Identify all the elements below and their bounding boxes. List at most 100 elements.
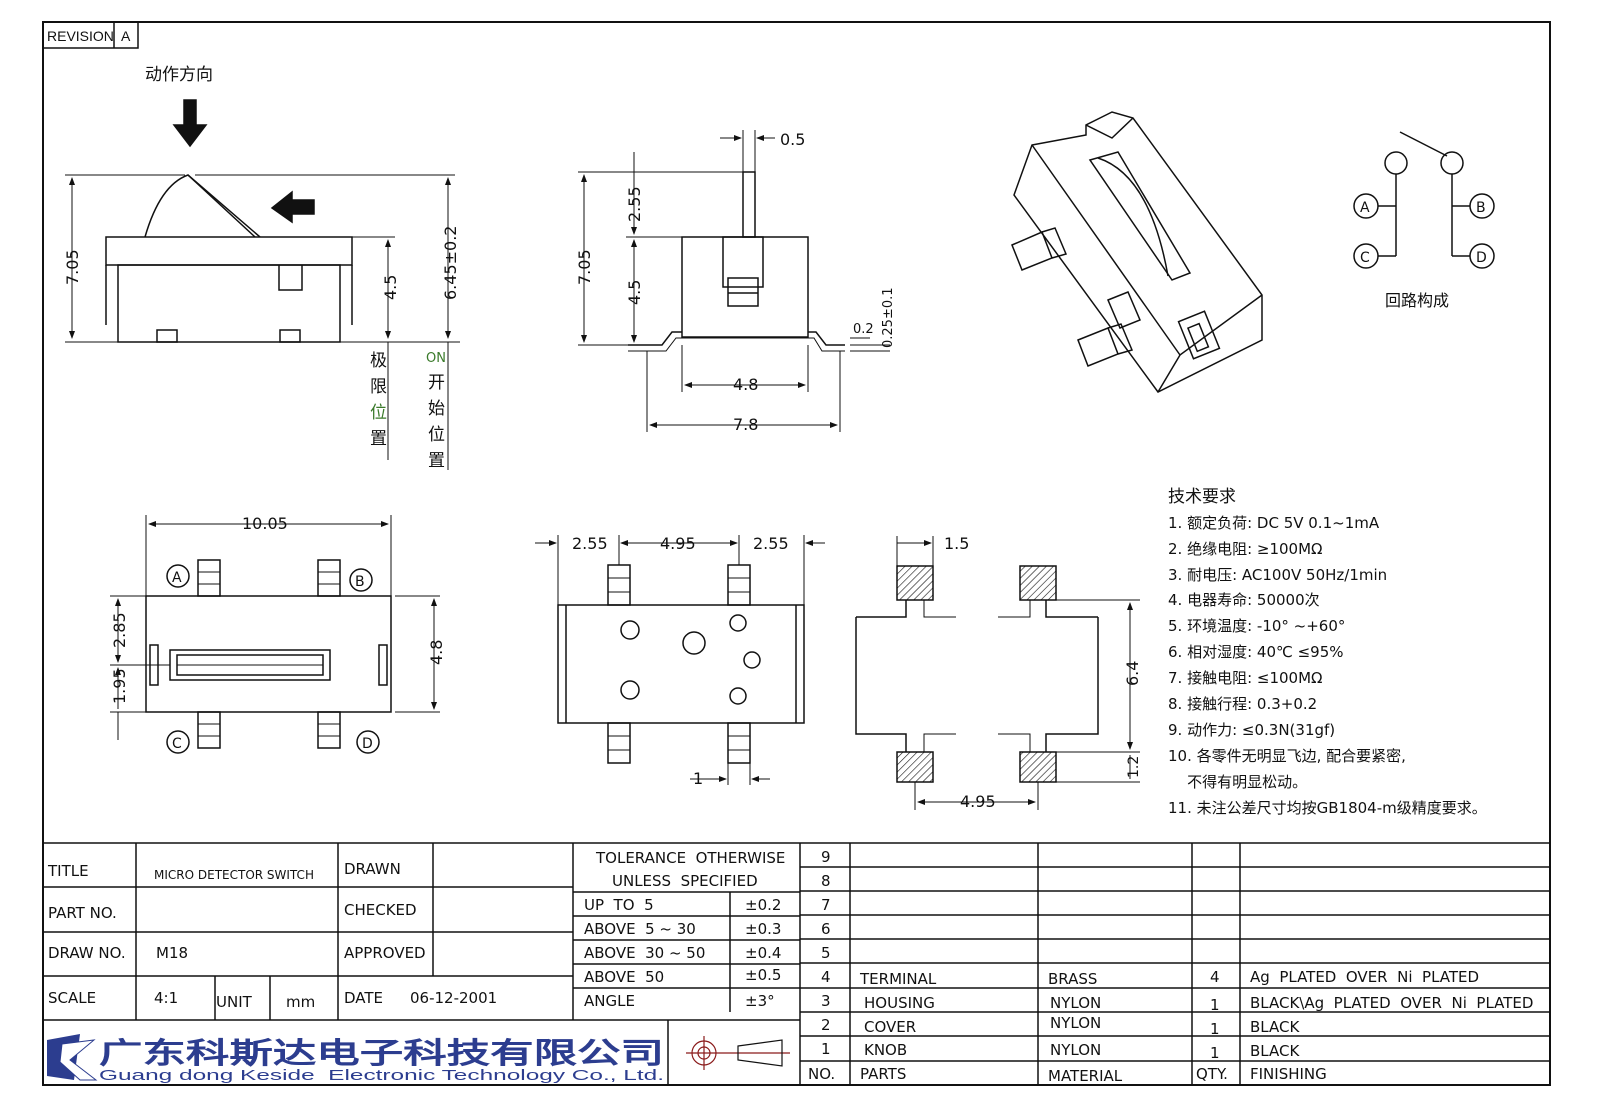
- tech-item: 6. 相对湿度: 40℃ ≤95%: [1168, 643, 1344, 661]
- limit-position-label: 极 限 位 置: [370, 351, 387, 449]
- title-label: TITLE: [47, 862, 89, 880]
- bom-row-no: 6: [821, 920, 831, 938]
- company-logo: 广东科斯达电子科技有限公司 Guang dong Keside Electron…: [47, 1034, 664, 1084]
- bom-row-no: 2: [821, 1016, 831, 1034]
- circuit-diagram: [1353, 131, 1495, 269]
- slide-arrow-icon: [270, 190, 315, 224]
- scale-value: 4:1: [154, 989, 178, 1007]
- tech-item: 4. 电器寿命: 50000次: [1168, 591, 1320, 609]
- action-direction-label: 动作方向: [145, 65, 213, 85]
- back-view: [535, 535, 825, 785]
- front-lead-dim: 0.2: [853, 322, 874, 337]
- circuit-label: 回路构成: [1385, 291, 1449, 310]
- circuit-terminal-c: C: [1360, 250, 1370, 266]
- back-right-dim: 2.55: [753, 534, 789, 553]
- bom-row-no: 9: [821, 848, 831, 866]
- bom-material: BRASS: [1048, 970, 1097, 988]
- tech-item: 10. 各零件无明显飞边, 配合要紧密,: [1168, 747, 1406, 765]
- bom-header-no: NO.: [808, 1065, 835, 1083]
- front-lead-thickness-dim: 0.25±0.1: [881, 287, 896, 348]
- front-inner-width-dim: 4.8: [733, 375, 758, 394]
- tech-item: 不得有明显松动。: [1168, 773, 1307, 791]
- pcb-pad-width-dim: 1.5: [944, 534, 969, 553]
- revision-label: REVISION: [47, 28, 114, 44]
- revision-value: A: [121, 28, 131, 44]
- bom-row-no: 7: [821, 896, 831, 914]
- bom-material: NYLON: [1050, 994, 1101, 1012]
- circuit-terminal-b: B: [1476, 200, 1486, 216]
- date-value: 06-12-2001: [410, 989, 497, 1007]
- svg-text:置: 置: [428, 451, 445, 471]
- bottom-view: [110, 515, 440, 754]
- bom-header-parts: PARTS: [860, 1065, 906, 1083]
- scale-label: SCALE: [48, 989, 96, 1007]
- svg-text:开: 开: [428, 373, 445, 393]
- bom-qty: 4: [1210, 968, 1220, 986]
- tolerance-range: ABOVE 50: [584, 968, 664, 986]
- tolerance-table: TOLERANCE OTHERWISE UNLESS SPECIFIED UP …: [584, 849, 785, 1010]
- bom-header-finishing: FINISHING: [1250, 1065, 1327, 1083]
- company-name-cn: 广东科斯达电子科技有限公司: [99, 1036, 664, 1070]
- bom-row-no: 3: [821, 992, 831, 1010]
- sheet-border: [42, 21, 1551, 1086]
- back-left-dim: 2.55: [572, 534, 608, 553]
- tolerance-range: ABOVE 5 ~ 30: [584, 920, 696, 938]
- back-pad-dim: 1: [693, 769, 703, 788]
- pcb-pitch-x-dim: 4.95: [960, 792, 996, 811]
- tech-item: 9. 动作力: ≤0.3N(31gf): [1168, 721, 1335, 739]
- bottom-terminal-c: C: [172, 736, 182, 752]
- bom-qty: 1: [1210, 1020, 1220, 1038]
- bom-header-qty: QTY.: [1196, 1065, 1228, 1083]
- pcb-pitch-y-dim: 6.4: [1123, 661, 1142, 686]
- on-position-label: ON 开 始 位 置: [426, 351, 446, 471]
- unit-value: mm: [286, 993, 315, 1011]
- bom-table: 9 8 7 6 5 4 TERMINAL BRASS 4 Ag PLATED O…: [808, 848, 1533, 1085]
- svg-text:位: 位: [428, 425, 445, 445]
- svg-text:限: 限: [370, 377, 387, 397]
- front-view: [578, 130, 890, 432]
- pcb-layout: [855, 536, 1140, 810]
- tech-item: 2. 绝缘电阻: ≥100MΩ: [1168, 540, 1323, 558]
- tech-item: 3. 耐电压: AC100V 50Hz/1min: [1168, 566, 1387, 584]
- draw-no-value: M18: [156, 944, 188, 962]
- front-outer-width-dim: 7.8: [733, 415, 758, 434]
- title-block-grid: [43, 842, 1550, 1085]
- isometric-view: [1011, 111, 1263, 393]
- pcb-pad-height-dim: 1.2: [1126, 756, 1142, 778]
- tech-item: 7. 接触电阻: ≤100MΩ: [1168, 669, 1323, 687]
- side-mid-dim: 4.5: [381, 275, 400, 300]
- svg-text:位: 位: [370, 403, 387, 423]
- projection-symbol-icon: [686, 1036, 790, 1070]
- bottom-d1-dim: 2.85: [110, 612, 129, 648]
- circuit-terminal-a: A: [1360, 200, 1370, 216]
- tolerance-range: ABOVE 30 ~ 50: [584, 944, 705, 962]
- bom-row-no: 4: [821, 968, 831, 986]
- bottom-height-dim: 4.8: [427, 640, 446, 665]
- tech-item: 11. 未注公差尺寸均按GB1804-m级精度要求。: [1168, 799, 1487, 817]
- bom-material: NYLON: [1050, 1014, 1101, 1032]
- bom-header-material: MATERIAL: [1048, 1067, 1123, 1085]
- title-block-text: TITLE MICRO DETECTOR SWITCH DRAWN PART N…: [47, 860, 497, 1011]
- tolerance-range: UP TO 5: [584, 896, 654, 914]
- bottom-terminal-b: B: [355, 574, 365, 590]
- technical-requirements: 技术要求 1. 额定负荷: DC 5V 0.1~1mA 2. 绝缘电阻: ≥10…: [1168, 487, 1487, 817]
- bom-row-no: 5: [821, 944, 831, 962]
- title-value: MICRO DETECTOR SWITCH: [154, 868, 314, 882]
- bom-parts: HOUSING: [864, 994, 935, 1012]
- bom-finishing: BLACK\Ag PLATED OVER Ni PLATED: [1250, 994, 1533, 1012]
- action-arrow-icon: [172, 99, 208, 148]
- side-view: 动作方向: [65, 65, 460, 470]
- front-height-dim: 7.05: [575, 249, 594, 285]
- circuit-terminal-d: D: [1476, 250, 1487, 266]
- tolerance-value: ±3°: [745, 992, 775, 1010]
- tech-item: 1. 额定负荷: DC 5V 0.1~1mA: [1168, 514, 1380, 532]
- checked-label: CHECKED: [344, 901, 417, 919]
- svg-text:ON: ON: [426, 351, 446, 366]
- bom-finishing: BLACK: [1250, 1018, 1300, 1036]
- svg-text:置: 置: [370, 429, 387, 449]
- bom-qty: 1: [1210, 996, 1220, 1014]
- bom-parts: TERMINAL: [859, 970, 937, 988]
- bom-finishing: BLACK: [1250, 1042, 1300, 1060]
- tolerance-range: ANGLE: [584, 992, 635, 1010]
